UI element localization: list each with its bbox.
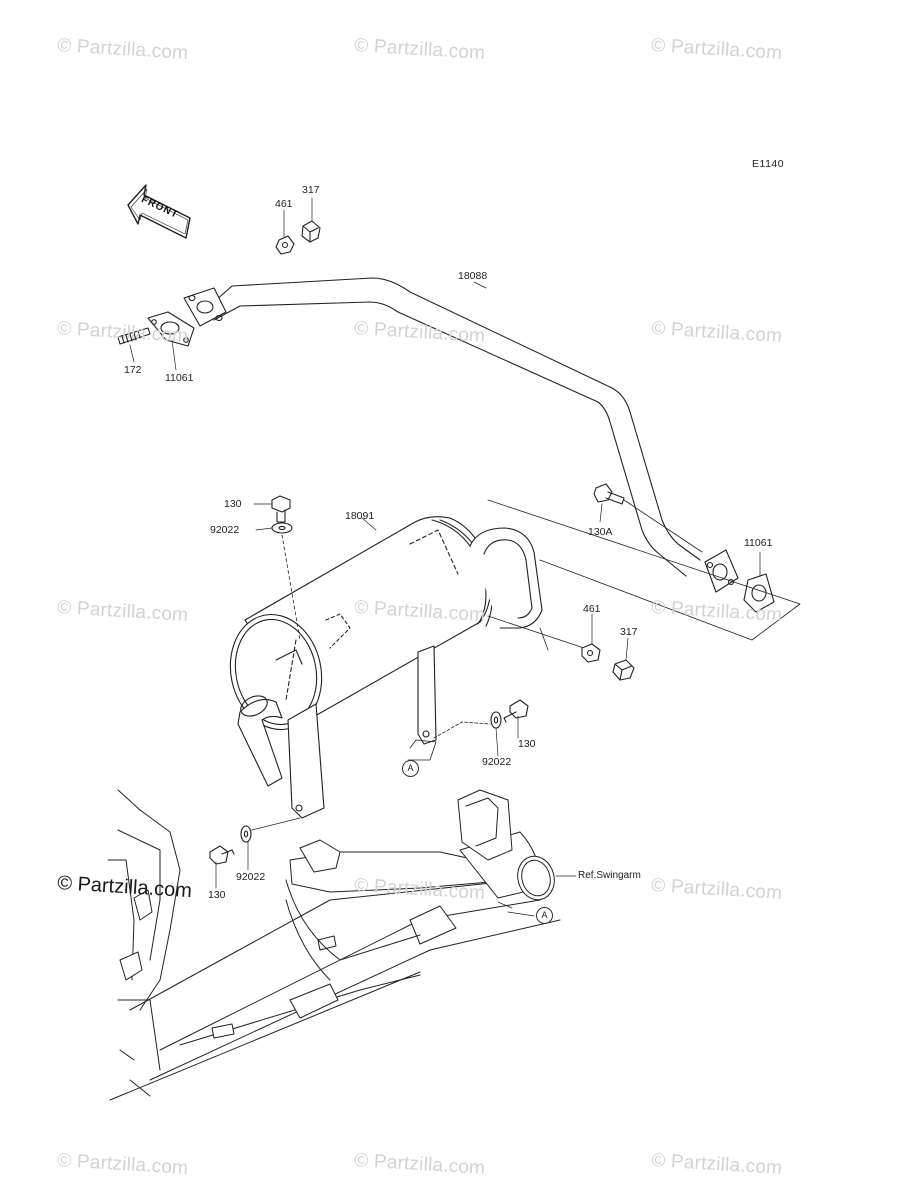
- nut-317-right: [612, 659, 635, 681]
- diagram-code: E1140: [752, 158, 785, 170]
- part-label-92022-top: 92022: [210, 524, 240, 536]
- gasket-right-11061: [743, 573, 775, 613]
- part-label-317-right: 317: [620, 626, 638, 638]
- washer-92022-top: [271, 522, 293, 534]
- nut-461-right: [581, 643, 601, 663]
- reference-label-swingarm: Ref.Swingarm: [578, 870, 641, 881]
- part-label-92022-mid: 92022: [482, 756, 512, 768]
- swingarm-frame: [107, 789, 561, 1101]
- leader-lines: [129, 197, 761, 917]
- muffler-18091: [229, 499, 801, 819]
- part-label-18091: 18091: [345, 510, 375, 522]
- part-label-130-low: 130: [208, 889, 226, 901]
- stud-bolt-172: [117, 327, 151, 345]
- callout-a-lower: A: [536, 907, 553, 924]
- bolt-130-mid: [503, 699, 529, 723]
- bolt-130-low: [209, 845, 235, 865]
- nut-461-top: [275, 235, 295, 255]
- callout-a-upper: A: [402, 760, 419, 777]
- exhaust-pipe-18088: [183, 277, 739, 593]
- part-label-130-top: 130: [224, 498, 242, 510]
- part-label-317-top: 317: [302, 184, 320, 196]
- front-arrow-icon: [127, 184, 191, 239]
- part-label-130-mid: 130: [518, 738, 536, 750]
- washer-92022-mid: [490, 711, 502, 729]
- part-label-130a: 130A: [588, 526, 613, 538]
- washer-92022-low: [240, 825, 252, 843]
- part-label-18088: 18088: [458, 270, 488, 282]
- part-label-92022-low: 92022: [236, 871, 266, 883]
- part-label-172: 172: [124, 364, 142, 376]
- bolt-130-top: [271, 495, 291, 523]
- nut-317-top: [301, 220, 321, 243]
- part-label-461-right: 461: [583, 603, 601, 615]
- part-label-11061-left: 11061: [165, 372, 194, 384]
- part-label-461-top: 461: [275, 198, 293, 210]
- bolt-130a: [593, 483, 703, 553]
- gasket-left-11061: [147, 311, 195, 347]
- part-label-11061-right: 11061: [744, 537, 773, 549]
